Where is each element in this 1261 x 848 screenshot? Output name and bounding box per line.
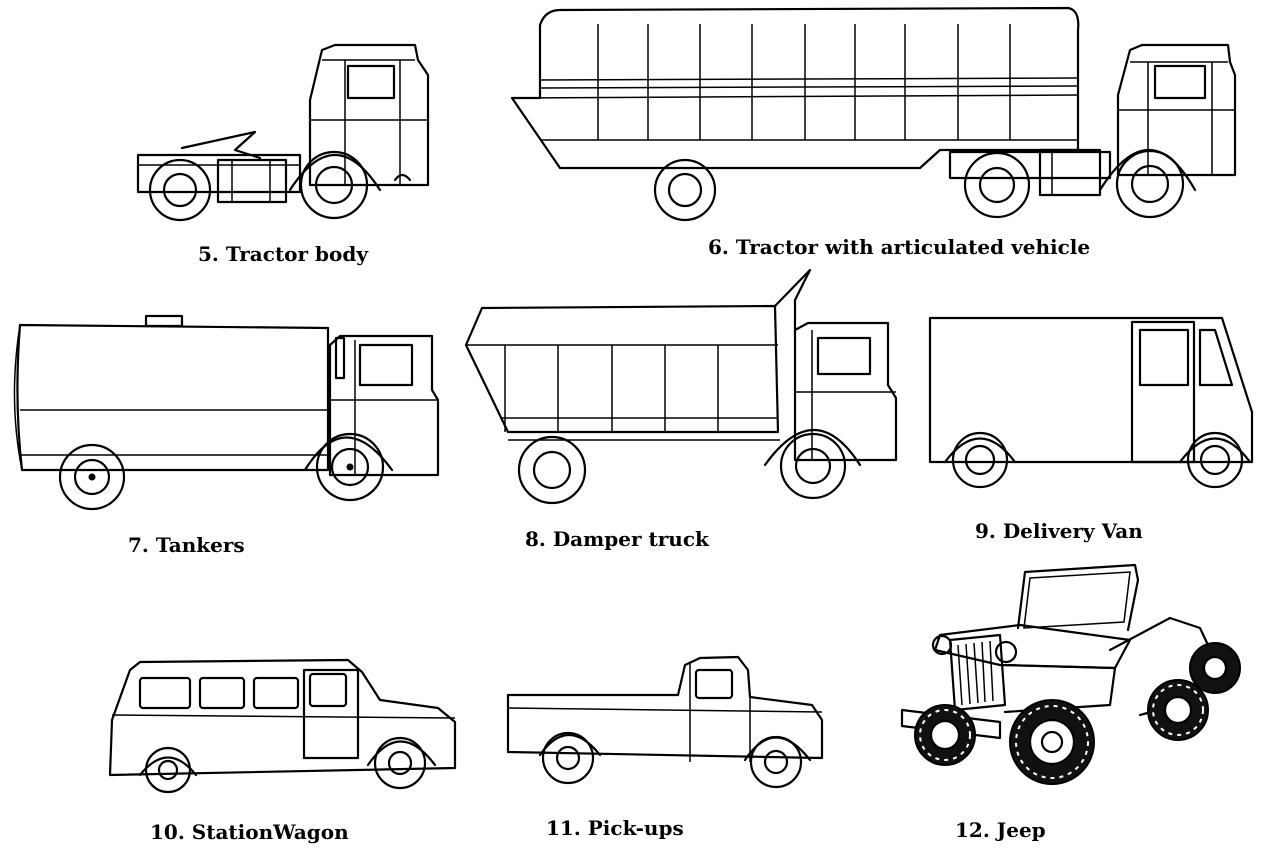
caption-tractor-body: 5. Tractor body xyxy=(198,242,368,266)
tractor-articulated-drawing xyxy=(510,6,1237,222)
caption-pick-ups: 11. Pick-ups xyxy=(546,816,684,840)
caption-damper-truck: 8. Damper truck xyxy=(525,527,709,551)
station-wagon-drawing xyxy=(108,658,457,794)
damper-truck-drawing xyxy=(464,268,898,505)
caption-station-wagon: 10. StationWagon xyxy=(150,820,349,844)
tankers-drawing xyxy=(13,314,440,511)
delivery-van-drawing xyxy=(928,316,1254,489)
jeep-drawing xyxy=(900,563,1241,785)
caption-jeep: 12. Jeep xyxy=(955,818,1046,842)
caption-tractor-articulated: 6. Tractor with articulated vehicle xyxy=(708,235,1091,259)
tractor-body-drawing xyxy=(136,43,430,222)
pick-ups-drawing xyxy=(506,655,824,789)
caption-tankers: 7. Tankers xyxy=(128,533,245,557)
caption-delivery-van: 9. Delivery Van xyxy=(975,519,1143,543)
